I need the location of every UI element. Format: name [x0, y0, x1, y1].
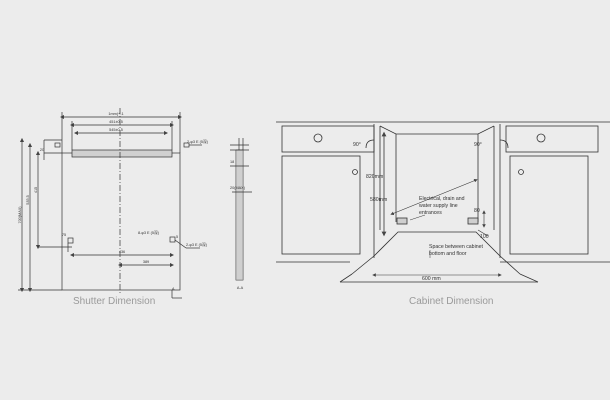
- section-dim-2: 20(MAX): [230, 186, 246, 190]
- angle-arc-right: [499, 139, 509, 149]
- lower-door-left: [281, 155, 361, 255]
- caption-cabinet-dimension: Cabinet Dimension: [409, 296, 494, 307]
- utility-entrance-left: [396, 217, 408, 225]
- shutter-dim-top-2: 451±0.5: [109, 120, 123, 124]
- shutter-dim-bottom-1: 436: [119, 250, 125, 254]
- angle-arc-left: [365, 139, 375, 149]
- shutter-hole-bottom-label: 2-φ3 E (5深): [186, 242, 208, 247]
- door-knob-right: [518, 169, 524, 175]
- shutter-dim-left-5: 75: [62, 233, 66, 237]
- dim-line-580: [390, 179, 478, 215]
- utility-entrance-right: [467, 217, 479, 225]
- dim-label-580: 580mm: [370, 197, 387, 203]
- shutter-section: [230, 138, 252, 281]
- angle-label-right: 90°: [474, 142, 482, 148]
- section-mark: A: [172, 287, 175, 291]
- shutter-top-rail: [71, 149, 173, 158]
- shutter-drawing: [18, 108, 202, 299]
- opening-back-top: [379, 125, 495, 135]
- note-space-line-2: bottom and floor: [429, 251, 467, 257]
- shutter-small-vert: 5: [176, 235, 178, 239]
- upper-drawer-right: [505, 125, 599, 153]
- angle-label-left: 90°: [353, 142, 361, 148]
- note-electrical-line-1: Electrical, drain and: [419, 196, 465, 202]
- shutter-dim-left-1: 700(MAX): [18, 206, 22, 224]
- shutter-hole-left: [54, 142, 61, 148]
- note-electrical-line-2: water supply line: [419, 203, 458, 209]
- shutter-dim-top-1: 1mm(+-1: [108, 112, 123, 116]
- drawer-knob-left: [313, 133, 323, 143]
- dim-label-100: 100: [480, 234, 489, 240]
- note-electrical-line-3: entrances: [419, 210, 442, 216]
- dim-label-600: 600 mm: [422, 276, 441, 282]
- shutter-dim-left-4: 20: [40, 148, 44, 152]
- shutter-dim-bottom-2: 389: [143, 260, 149, 264]
- shutter-dim-top-3: 545±0.5: [109, 128, 123, 132]
- dim-label-80: 80: [474, 208, 480, 214]
- section-dim-1: 18: [230, 160, 234, 164]
- drawer-knob-right: [536, 133, 546, 143]
- shutter-hole-top-label: 2-φ3 E (5深): [187, 139, 209, 144]
- door-knob-left: [352, 169, 358, 175]
- shutter-lower-hole-label: 8-φ3 E (5深): [138, 230, 160, 235]
- note-space-line-1: Space between cabinet: [429, 244, 483, 250]
- lower-door-right: [509, 155, 589, 255]
- caption-shutter-dimension: Shutter Dimension: [73, 296, 156, 307]
- shutter-labels: 1mm(+-1 451±0.5 545±0.5 700(MAX) 535.5 4…: [18, 112, 246, 291]
- shutter-dim-left-2: 535.5: [26, 195, 30, 205]
- section-label: A-A: [237, 286, 244, 290]
- shutter-dim-left-3: 415: [34, 187, 38, 193]
- dim-label-820: 820mm: [366, 174, 383, 180]
- cabinet-labels: 90° 90° 820mm 580mm Electrical, drain an…: [353, 142, 489, 282]
- shutter-hole-lower-right: [169, 236, 176, 243]
- cabinet-drawing: [276, 121, 610, 283]
